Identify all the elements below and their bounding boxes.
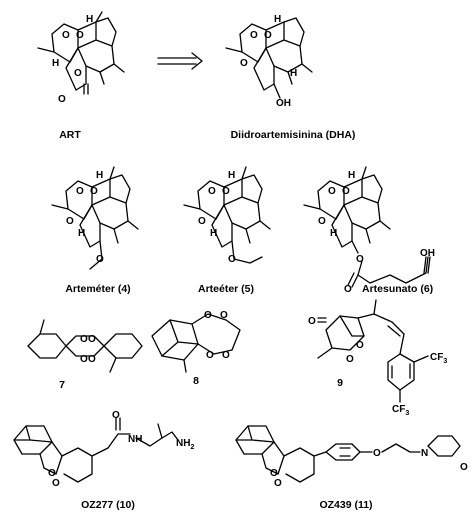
atom-h: H <box>274 14 281 25</box>
atom-o: O <box>346 354 354 365</box>
label-dha: Diidroartemisinina (DHA) <box>231 129 356 141</box>
label-oz277: OZ277 (10) <box>81 499 135 511</box>
atom-o: O <box>356 340 364 351</box>
atom-o: O <box>80 354 88 365</box>
atom-o: O <box>222 186 230 197</box>
atom-o: O <box>240 58 248 69</box>
atom-o: O <box>204 310 212 321</box>
label-artesunate: Artesunato (6) <box>362 283 433 295</box>
atom-h: H <box>86 14 93 25</box>
atom-o: O <box>328 186 336 197</box>
conversion-arrow <box>157 52 203 70</box>
atom-h: H <box>290 68 297 79</box>
atom-o: O <box>88 354 96 365</box>
atom-o: O <box>96 254 104 265</box>
art-structure <box>37 11 125 95</box>
atom-h: H <box>52 58 59 69</box>
compound-8-structure <box>151 313 241 373</box>
atom-h: H <box>210 228 217 239</box>
label-9: 9 <box>337 377 343 389</box>
atom-o: O <box>264 30 272 41</box>
atom-o: O <box>274 478 282 489</box>
atom-o: O <box>76 30 84 41</box>
atom-nh: NH <box>128 434 142 445</box>
artesunate-structure <box>303 166 431 288</box>
atom-o: O <box>222 350 230 361</box>
compound-7-structure <box>27 319 143 373</box>
atom-o: O <box>48 468 56 479</box>
label-8: 8 <box>193 375 199 387</box>
atom-o: O <box>198 216 206 227</box>
label-artemether: Arteméter (4) <box>65 283 130 295</box>
atom-o: O <box>318 216 326 227</box>
atom-o: O <box>344 284 352 295</box>
atom-n: N <box>421 448 428 459</box>
atom-o: O <box>58 94 66 105</box>
atom-oh: OH <box>276 98 291 109</box>
atom-nh2: NH2 <box>176 438 194 451</box>
atom-o: O <box>356 254 364 265</box>
atom-oh: OH <box>420 248 435 259</box>
atom-o: O <box>52 478 60 489</box>
oz277-structure <box>13 417 179 483</box>
label-art: ART <box>59 129 81 141</box>
atom-o: O <box>76 186 84 197</box>
atom-o: O <box>88 334 96 345</box>
atom-h: H <box>78 228 85 239</box>
atom-o: O <box>112 410 120 421</box>
label-arteether: Arteéter (5) <box>198 283 254 295</box>
cf3-group: CF3 <box>430 352 447 365</box>
atom-o: O <box>220 310 228 321</box>
atom-o: O <box>80 334 88 345</box>
atom-o: O <box>250 30 258 41</box>
compound-9-structure <box>317 299 429 403</box>
label-7: 7 <box>59 379 65 391</box>
atom-o: O <box>74 68 82 79</box>
cf3-group: CF3 <box>392 404 409 417</box>
atom-o: O <box>206 350 214 361</box>
dha-structure <box>225 17 313 99</box>
atom-o: O <box>62 30 70 41</box>
atom-h: H <box>228 170 235 181</box>
artemether-structure <box>51 166 139 270</box>
atom-o: O <box>373 448 381 459</box>
atom-o: O <box>90 186 98 197</box>
atom-o: O <box>460 462 468 473</box>
atom-o: O <box>270 468 278 479</box>
atom-o: O <box>308 316 316 327</box>
label-oz439: OZ439 (11) <box>319 499 372 511</box>
oz439-structure <box>235 425 461 483</box>
atom-h: H <box>348 170 355 181</box>
atom-o: O <box>66 216 74 227</box>
atom-o: O <box>228 254 236 265</box>
arteether-structure <box>183 166 271 264</box>
atom-h: H <box>330 228 337 239</box>
atom-h: H <box>96 170 103 181</box>
atom-o: O <box>208 186 216 197</box>
atom-o: O <box>342 186 350 197</box>
